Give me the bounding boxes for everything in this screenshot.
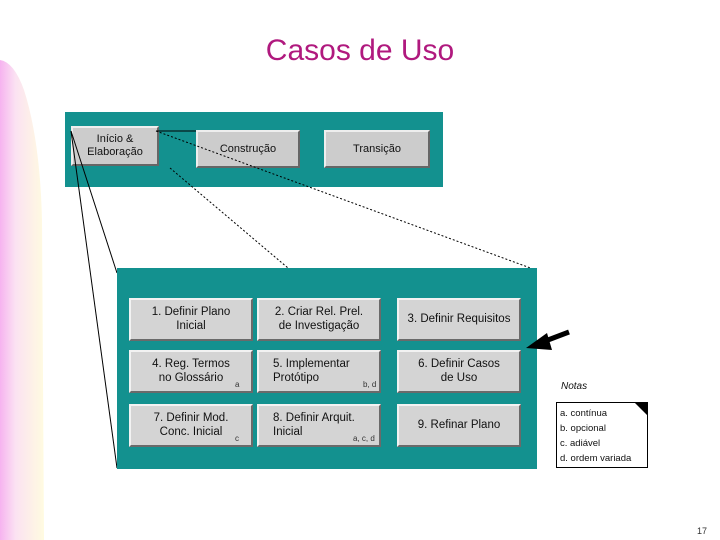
phase-bar: Início & Elaboração Construção Transição: [65, 112, 443, 187]
note-c: c. adiável: [560, 438, 601, 449]
notes-box: a. contínua b. opcional c. adiável d. or…: [556, 402, 648, 468]
step-9-refinar-plano[interactable]: 9. Refinar Plano: [397, 404, 521, 447]
step-5-mark: b, d: [363, 380, 377, 389]
step-6-definir-casos-de-uso[interactable]: 6. Definir Casos de Uso: [397, 350, 521, 393]
phase-transicao[interactable]: Transição: [324, 130, 430, 168]
page-title: Casos de Uso: [265, 34, 455, 67]
step-1-definir-plano-inicial[interactable]: 1. Definir Plano Inicial: [129, 298, 253, 341]
step-5-implementar-prototipo[interactable]: 5. Implementar Protótipo: [257, 350, 381, 393]
step-4-reg-termos-glossario[interactable]: 4. Reg. Termos no Glossário: [129, 350, 253, 393]
note-b: b. opcional: [560, 423, 606, 434]
note-d: d. ordem variada: [560, 453, 632, 464]
step-2-criar-rel-prel[interactable]: 2. Criar Rel. Prel. de Investigação: [257, 298, 381, 341]
step-8-definir-arquit-inicial[interactable]: 8. Definir Arquit. Inicial: [257, 404, 381, 447]
step-4-mark: a: [235, 380, 240, 389]
note-a: a. contínua: [560, 408, 608, 419]
phase-construcao[interactable]: Construção: [196, 130, 300, 168]
notes-title: Notas: [561, 381, 588, 392]
step-8-mark: a, c, d: [353, 434, 375, 443]
step-7-definir-mod-conc-inicial[interactable]: 7. Definir Mod. Conc. Inicial: [129, 404, 253, 447]
phase-inicio-elaboracao[interactable]: Início & Elaboração: [71, 126, 159, 166]
page-number: 17: [697, 526, 708, 536]
detail-panel: 1. Definir Plano Inicial 2. Criar Rel. P…: [117, 268, 537, 469]
step-3-definir-requisitos[interactable]: 3. Definir Requisitos: [397, 298, 521, 341]
step-7-mark: c: [235, 434, 239, 443]
